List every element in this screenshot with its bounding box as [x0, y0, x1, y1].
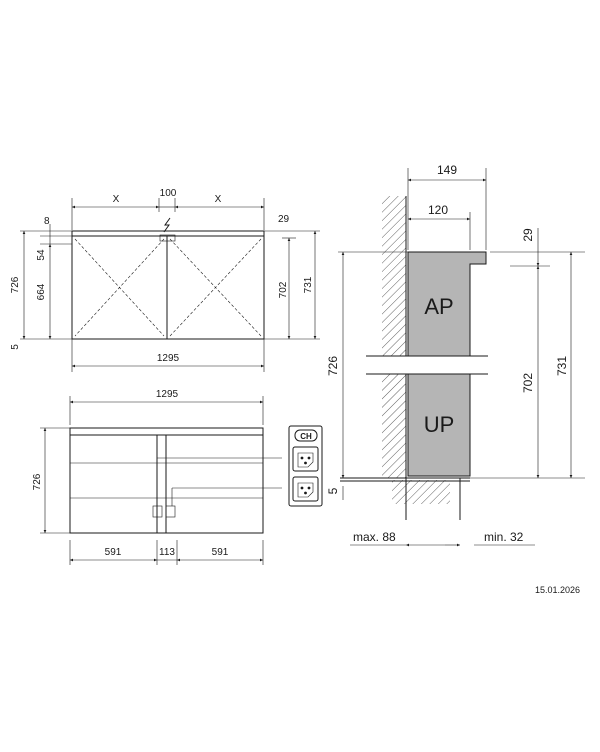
- dim-702: 702: [278, 281, 289, 298]
- dim-726-lower: 726: [32, 473, 43, 490]
- socket-icon: [292, 446, 319, 472]
- dim-width-1295-lower: 1295: [156, 389, 179, 400]
- dim-664: 664: [36, 283, 47, 300]
- dim-726: 726: [10, 276, 21, 293]
- dim-x-left: X: [113, 194, 120, 205]
- dim-29-side: 29: [521, 228, 535, 242]
- wall-hatch-upper: [382, 196, 406, 356]
- dim-min-32: min. 32: [484, 530, 524, 544]
- dim-731: 731: [303, 276, 314, 293]
- dim-149: 149: [437, 163, 457, 177]
- ch-socket-panel: CH: [288, 425, 323, 507]
- dim-591-right: 591: [212, 547, 229, 558]
- floor-hatch: [392, 480, 450, 504]
- label-ap: AP: [424, 294, 453, 319]
- cabinet-up: [407, 373, 471, 477]
- country-badge-label: CH: [300, 432, 312, 441]
- wall-hatch-lower: [382, 374, 406, 478]
- socket-icon: [292, 476, 319, 502]
- front-view: X 100 X 8 54 726 664 5 29 702 731 1295: [10, 188, 320, 372]
- country-badge: [294, 429, 318, 442]
- dim-5-side: 5: [326, 487, 340, 494]
- dim-gap: 100: [160, 188, 177, 199]
- dim-29: 29: [278, 214, 290, 225]
- dim-702-side: 702: [521, 373, 535, 393]
- dim-591-left: 591: [105, 547, 122, 558]
- drawing-date: 15.01.2026: [535, 585, 581, 595]
- dim-726-side: 726: [326, 356, 340, 376]
- lower-view: 1295 CH 726: [32, 389, 323, 565]
- cabinet-outline: [71, 230, 265, 340]
- dim-x-right: X: [215, 194, 222, 205]
- dim-113: 113: [159, 547, 175, 558]
- electric-icon: [163, 217, 171, 233]
- label-up: UP: [424, 412, 455, 437]
- side-section: AP UP 149 120 726 5 29 702 731: [326, 163, 585, 547]
- dim-width-1295: 1295: [157, 353, 180, 364]
- socket-marker: [159, 234, 176, 242]
- dim-120: 120: [428, 203, 448, 217]
- dim-max-88: max. 88: [353, 530, 396, 544]
- countertop: [71, 230, 265, 237]
- dim-731-side: 731: [555, 356, 569, 376]
- dim-8: 8: [44, 216, 50, 227]
- dim-54: 54: [36, 249, 47, 261]
- dim-5: 5: [10, 344, 21, 350]
